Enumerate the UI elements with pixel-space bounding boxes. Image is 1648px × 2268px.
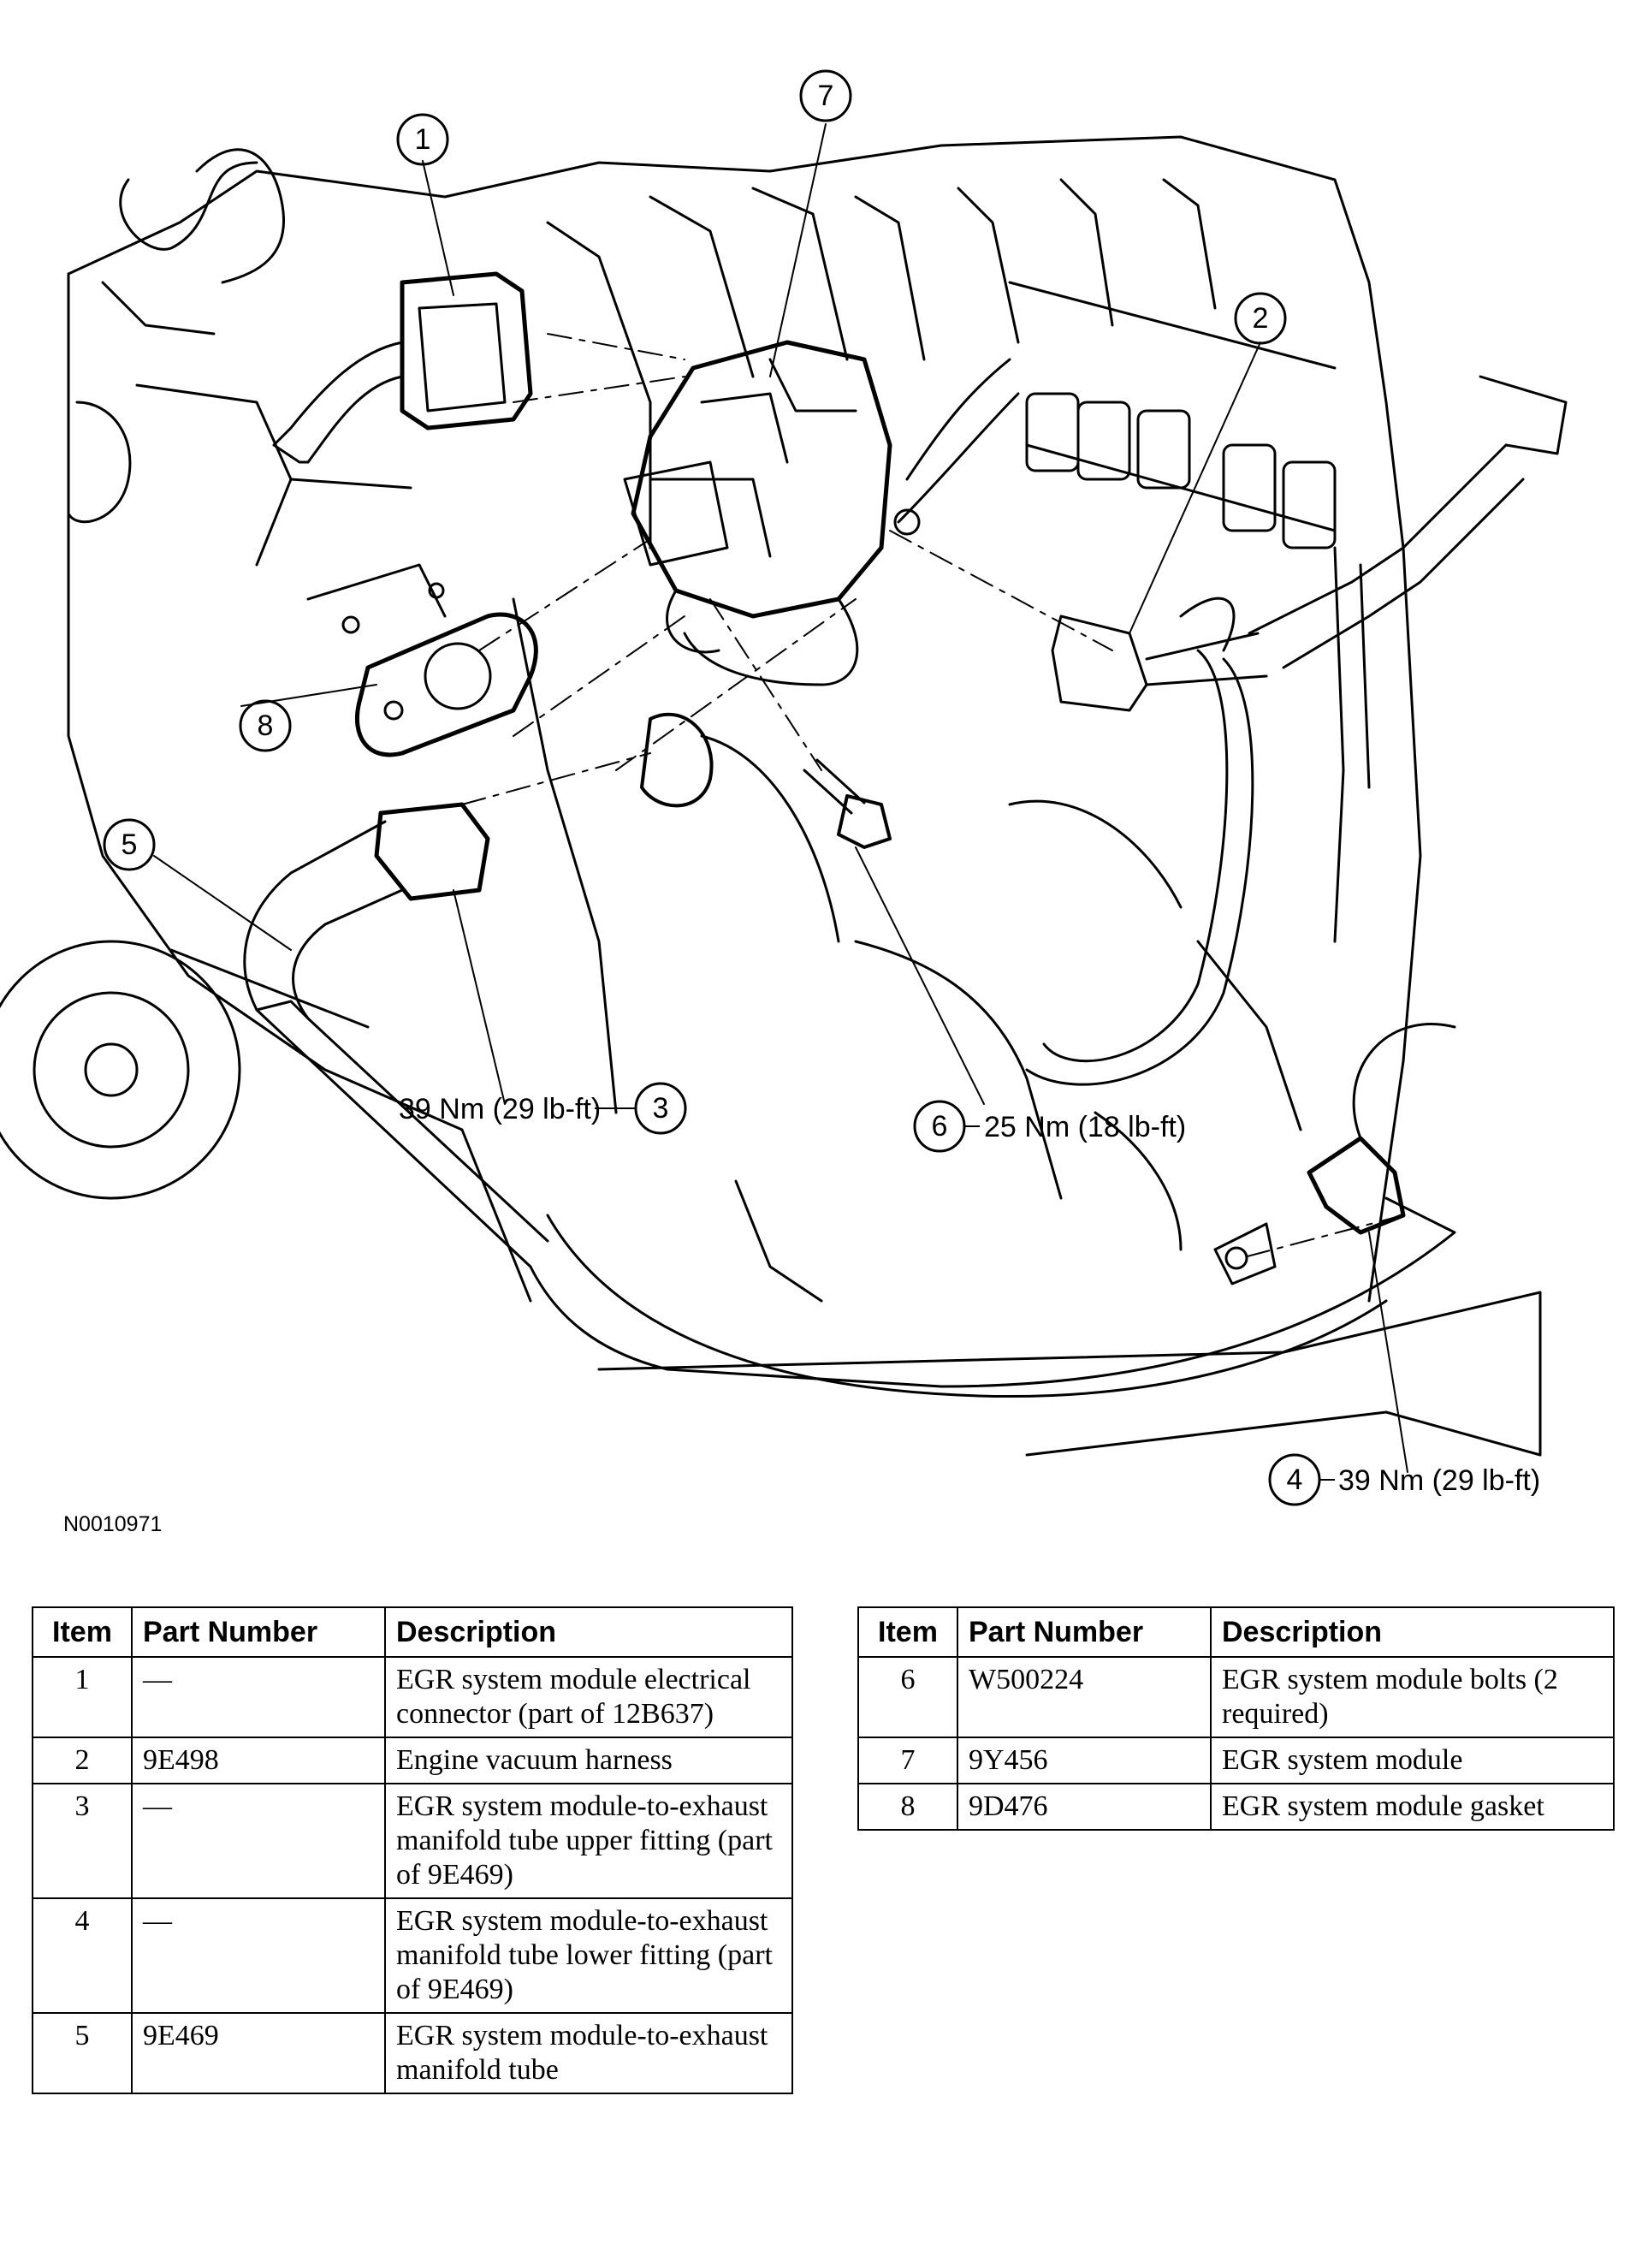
table-row: 2 9E498 Engine vacuum harness <box>32 1737 793 1784</box>
callout-1-number: 1 <box>415 123 431 156</box>
header-part-number: Part Number <box>957 1606 1212 1658</box>
egr-system-module <box>623 340 1020 686</box>
callout-circles <box>103 69 1321 1506</box>
torque-label-item-4: 39 Nm (29 lb-ft) <box>1338 1464 1540 1497</box>
cell-part-number: — <box>131 1656 386 1738</box>
cell-description: EGR system module bolts (2 required) <box>1210 1656 1615 1738</box>
callout-3-number: 3 <box>653 1092 669 1125</box>
table-header-row: Item Part Number Description <box>32 1606 793 1658</box>
cell-description: EGR system module-to-exhaust manifold tu… <box>384 1783 793 1899</box>
figure-id: N0010971 <box>63 1512 163 1536</box>
table-header-row: Item Part Number Description <box>857 1606 1615 1658</box>
header-description: Description <box>1210 1606 1615 1658</box>
callout-6-number: 6 <box>932 1110 948 1143</box>
callout-8-number: 8 <box>258 709 274 742</box>
callout-5-number: 5 <box>122 828 138 861</box>
cell-description: EGR system module <box>1210 1737 1615 1784</box>
cell-part-number: 9D476 <box>957 1783 1212 1831</box>
callout-2-number: 2 <box>1253 302 1269 335</box>
table-row: 7 9Y456 EGR system module <box>857 1737 1615 1784</box>
engine-vacuum-harness <box>1025 375 1568 1086</box>
table-row: 3 — EGR system module-to-exhaust manifol… <box>32 1783 793 1899</box>
torque-label-item-6: 25 Nm (18 lb-ft) <box>984 1111 1186 1143</box>
cell-part-number: — <box>131 1897 386 2014</box>
table-row: 6 W500224 EGR system module bolts (2 req… <box>857 1656 1615 1738</box>
cell-item: 6 <box>857 1656 958 1738</box>
engine-outline <box>0 135 1542 1457</box>
cell-part-number: W500224 <box>957 1656 1212 1738</box>
table-row: 1 — EGR system module electrical connect… <box>32 1656 793 1738</box>
torque-label-item-3: 39 Nm (29 lb-ft) <box>399 1093 601 1125</box>
cell-description: EGR system module-to-exhaust manifold tu… <box>384 2012 793 2094</box>
cell-item: 2 <box>32 1737 133 1784</box>
egr-module-bolt <box>803 758 892 849</box>
cell-item: 4 <box>32 1897 133 2014</box>
cell-description: EGR system module-to-exhaust manifold tu… <box>384 1897 793 2014</box>
alignment-lines <box>461 333 1404 1259</box>
egr-system-exploded-diagram: 1 2 3 4 5 6 7 8 39 Nm (29 lb-ft) 25 Nm (… <box>0 69 1568 1506</box>
cell-part-number: — <box>131 1783 386 1899</box>
cell-description: Engine vacuum harness <box>384 1737 793 1784</box>
callout-4-number: 4 <box>1287 1464 1303 1496</box>
table-row: 8 9D476 EGR system module gasket <box>857 1783 1615 1831</box>
cell-description: EGR system module gasket <box>1210 1783 1615 1831</box>
table-row: 4 — EGR system module-to-exhaust manifol… <box>32 1897 793 2014</box>
header-part-number: Part Number <box>131 1606 386 1658</box>
table-row: 5 9E469 EGR system module-to-exhaust man… <box>32 2012 793 2094</box>
fuel-rail-and-injectors <box>1008 281 1371 943</box>
callout-7-number: 7 <box>818 80 834 112</box>
cell-part-number: 9E469 <box>131 2012 386 2094</box>
cell-item: 3 <box>32 1783 133 1899</box>
cell-description: EGR system module electrical connector (… <box>384 1656 793 1738</box>
leader-lines <box>153 123 1408 1473</box>
cell-item: 8 <box>857 1783 958 1831</box>
cell-part-number: 9E498 <box>131 1737 386 1784</box>
parts-table-right: Item Part Number Description 6 W500224 E… <box>857 1606 1615 1831</box>
egr-module-gasket <box>306 563 538 757</box>
header-item: Item <box>32 1606 133 1658</box>
egr-module-electrical-connector <box>272 271 533 464</box>
cell-item: 5 <box>32 2012 133 2094</box>
cell-part-number: 9Y456 <box>957 1737 1212 1784</box>
header-item: Item <box>857 1606 958 1658</box>
exhaust-manifold-fitting <box>640 712 1277 1285</box>
cell-item: 1 <box>32 1656 133 1738</box>
parts-table-left: Item Part Number Description 1 — EGR sys… <box>32 1606 793 2094</box>
header-description: Description <box>384 1606 793 1658</box>
cell-item: 7 <box>857 1737 958 1784</box>
